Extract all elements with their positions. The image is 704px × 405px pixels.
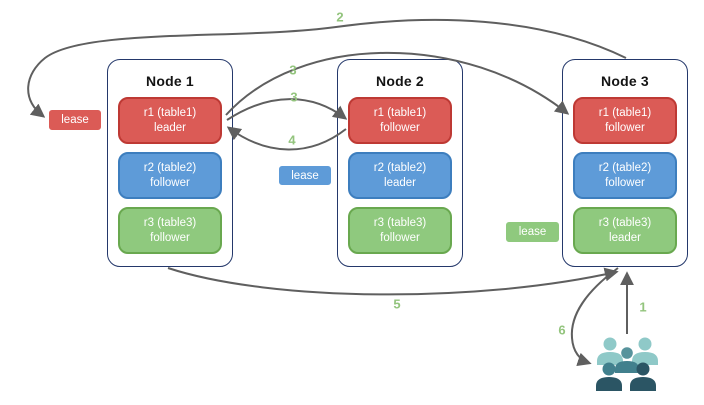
- arrow-step-3-leader-to-node2: [226, 98, 348, 121]
- node3-replica-r3: r3 (table3) leader: [573, 207, 677, 254]
- replica-name: r1 (table1): [373, 106, 427, 119]
- replica-name: r2 (table2): [143, 161, 197, 174]
- replica-role: leader: [384, 176, 416, 189]
- node2-replica-r2: r2 (table2) leader: [348, 152, 452, 199]
- replica-role: follower: [150, 231, 190, 244]
- replica-name: r3 (table3): [143, 216, 197, 229]
- replica-role: follower: [605, 176, 645, 189]
- replica-name: r2 (table2): [598, 161, 652, 174]
- node-2-title: Node 2: [376, 73, 424, 89]
- replica-role: follower: [605, 121, 645, 134]
- replica-name: r1 (table1): [143, 106, 197, 119]
- replica-role: leader: [154, 121, 186, 134]
- step-label-6: 6: [558, 322, 566, 338]
- users-group-icon: [596, 337, 658, 391]
- node1-replica-r3: r3 (table3) follower: [118, 207, 222, 254]
- step-label-4: 4: [288, 132, 296, 148]
- lease-badge-r1: lease: [48, 109, 102, 131]
- arrow-step-5-node1-to-node3: [167, 267, 619, 296]
- node1-replica-r2: r2 (table2) follower: [118, 152, 222, 199]
- replica-role: follower: [150, 176, 190, 189]
- replica-name: r3 (table3): [598, 216, 652, 229]
- node-3-title: Node 3: [601, 73, 649, 89]
- node2-replica-r3: r3 (table3) follower: [348, 207, 452, 254]
- node-2-box: Node 2 r1 (table1) follower r2 (table2) …: [337, 59, 463, 267]
- step-label-2: 2: [336, 9, 344, 25]
- replica-role: follower: [380, 121, 420, 134]
- node-1-box: Node 1 r1 (table1) leader r2 (table2) fo…: [107, 59, 233, 267]
- step-label-5: 5: [393, 296, 401, 312]
- node3-replica-r2: r2 (table2) follower: [573, 152, 677, 199]
- replica-role: follower: [380, 231, 420, 244]
- step-label-1: 1: [639, 299, 647, 315]
- step-label-3-upper: 3: [289, 62, 297, 78]
- replica-name: r1 (table1): [598, 106, 652, 119]
- node1-replica-r1: r1 (table1) leader: [118, 97, 222, 144]
- node2-replica-r1: r1 (table1) follower: [348, 97, 452, 144]
- replica-role: leader: [609, 231, 641, 244]
- arrow-step-6-node3-to-users: [570, 267, 619, 367]
- node-3-box: Node 3 r1 (table1) follower r2 (table2) …: [562, 59, 688, 267]
- replica-name: r2 (table2): [373, 161, 427, 174]
- lease-badge-r2: lease: [278, 165, 332, 186]
- replica-name: r3 (table3): [373, 216, 427, 229]
- node3-replica-r1: r1 (table1) follower: [573, 97, 677, 144]
- step-label-3-lower: 3: [290, 89, 298, 105]
- lease-badge-r3: lease: [505, 221, 560, 243]
- node-1-title: Node 1: [146, 73, 194, 89]
